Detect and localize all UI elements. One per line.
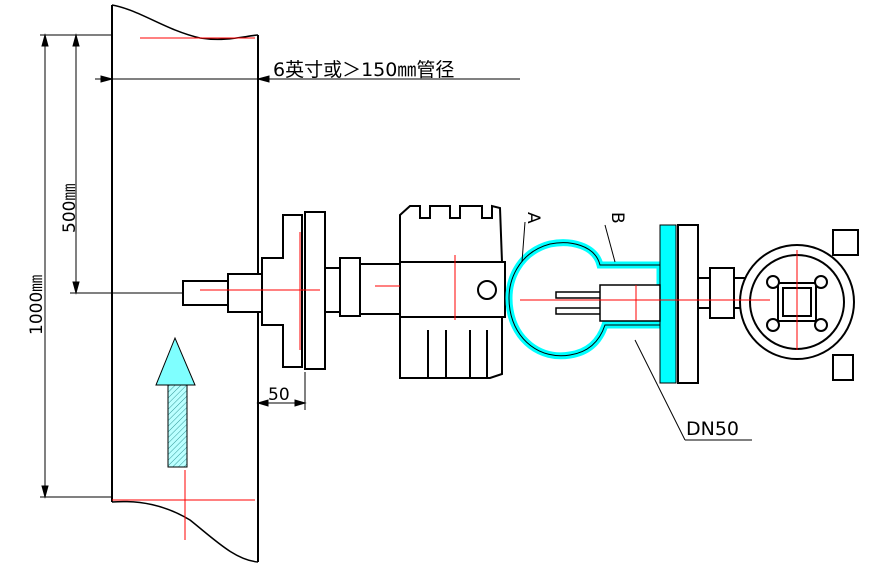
pipe-centerlines bbox=[112, 37, 255, 540]
dim-50-label: 50 bbox=[268, 385, 290, 405]
connector-neck bbox=[324, 257, 401, 317]
pipe-flange bbox=[261, 211, 326, 370]
insertion-rod bbox=[182, 273, 284, 313]
pipe-diameter-label: 6英寸或＞150㎜管径 bbox=[273, 59, 454, 81]
assembly-centerlines bbox=[200, 232, 798, 350]
transmitter-flange bbox=[677, 224, 747, 384]
probe-tip bbox=[555, 284, 661, 322]
dimension-500 bbox=[70, 33, 185, 295]
ball-valve bbox=[399, 204, 506, 379]
dimension-50 bbox=[256, 372, 307, 410]
mark-a-label: A bbox=[523, 212, 543, 224]
dim-1000-label: 1000㎜ bbox=[27, 275, 47, 335]
transmitter-head bbox=[739, 229, 859, 381]
flow-arrow-icon bbox=[155, 336, 196, 468]
dim-500-label: 500㎜ bbox=[60, 184, 80, 233]
mark-b-label: B bbox=[607, 212, 627, 224]
dn50-label: DN50 bbox=[686, 418, 739, 440]
leader-lines bbox=[521, 221, 752, 441]
dimension-pipe-diameter bbox=[95, 75, 520, 83]
